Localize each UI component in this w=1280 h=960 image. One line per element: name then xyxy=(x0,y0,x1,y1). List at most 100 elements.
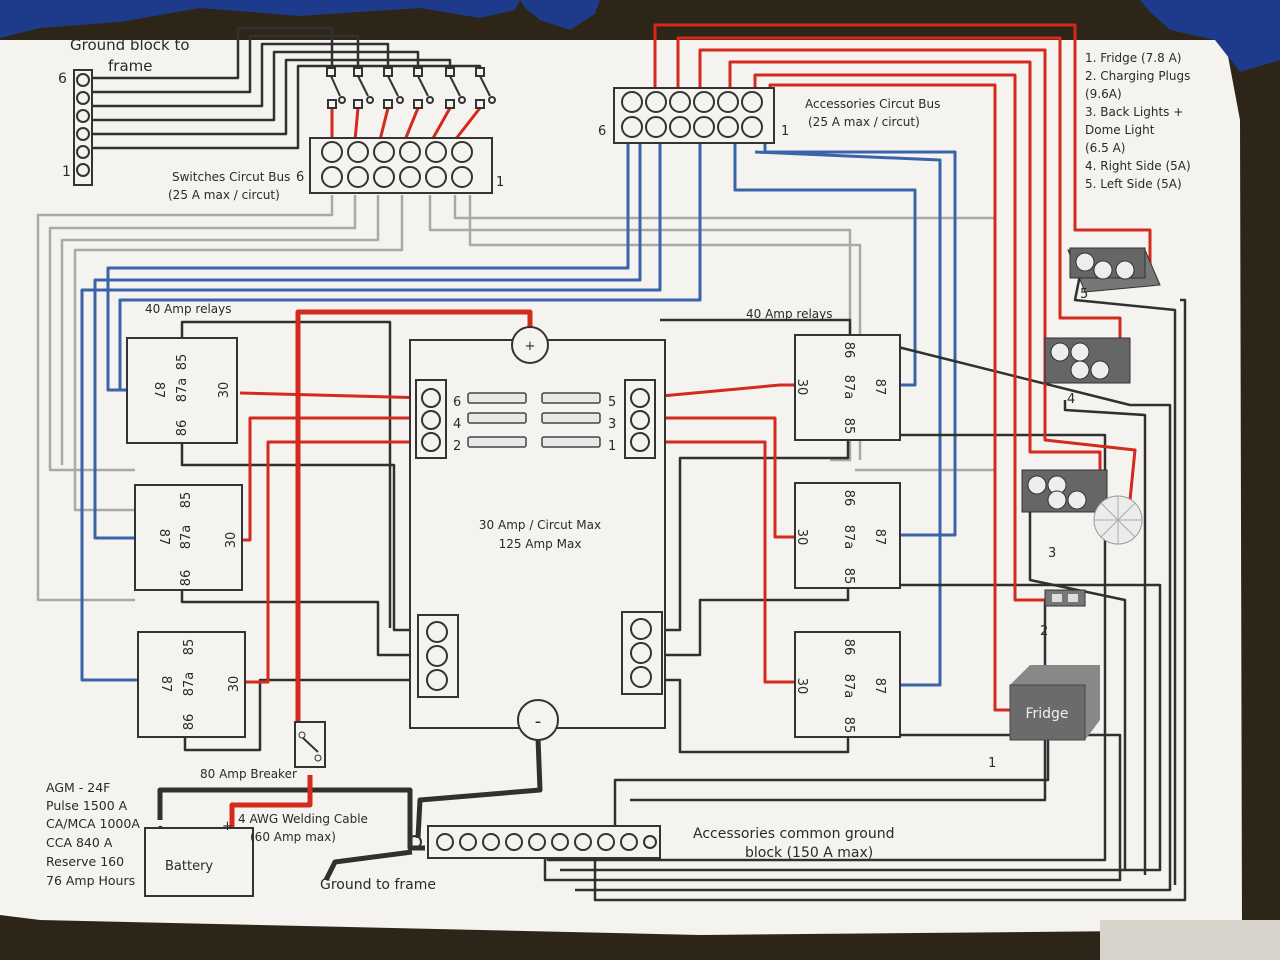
relay-pin-30: 30 xyxy=(794,379,809,396)
fuse-icon xyxy=(467,436,527,448)
accessories-bus-label-line2: (25 A max / circut) xyxy=(808,115,920,129)
load-5-outlets-icon xyxy=(1067,247,1161,293)
relay-pin-86: 86 xyxy=(182,714,197,731)
fuse-icon xyxy=(467,392,527,404)
relay-pin-87a: 87a xyxy=(841,525,856,550)
accessories-bus-label-line1: Accessories Circut Bus xyxy=(805,97,940,111)
accessory-list-item: 3. Back Lights + xyxy=(1085,105,1183,119)
relay-pin-87: 87 xyxy=(151,382,166,399)
accessory-list-item: 4. Right Side (5A) xyxy=(1085,159,1191,173)
fuse-panel-rating-line1: 30 Amp / Circut Max xyxy=(479,518,601,532)
switch-3-icon xyxy=(383,67,404,109)
relay-pin-85: 85 xyxy=(841,568,856,585)
dome-light-icon xyxy=(1093,495,1143,545)
fuse-number-left: 2 xyxy=(453,439,461,454)
switch-1-icon xyxy=(326,67,346,109)
battery-specs: AGM - 24F Pulse 1500 A CA/MCA 1000A CCA … xyxy=(46,780,140,888)
cable-label-line2: (60 Amp max) xyxy=(250,830,336,844)
relay-pin-30: 30 xyxy=(794,678,809,695)
fuse-number-right: 3 xyxy=(608,417,616,432)
load-2-label: 2 xyxy=(1040,624,1048,639)
switch-5-icon xyxy=(445,67,466,109)
relay-pin-30: 30 xyxy=(227,676,242,693)
common-ground-label-line2: block (150 A max) xyxy=(745,845,873,861)
relay-pin-86: 86 xyxy=(179,570,194,587)
relay-pin-87: 87 xyxy=(872,379,887,396)
battery-spec-line: CA/MCA 1000A xyxy=(46,816,140,831)
battery-pos-label: + xyxy=(222,819,233,834)
relay-pin-87: 87 xyxy=(156,529,171,546)
relay-pin-85: 85 xyxy=(841,717,856,734)
ground-block-label-bottom: 1 xyxy=(62,164,71,180)
negative-terminal-label: - xyxy=(535,711,542,732)
relay-pin-30: 30 xyxy=(794,529,809,546)
accessories-circuit-bus: 6 1 Accessories Circut Bus (25 A max / c… xyxy=(598,87,940,144)
battery-neg-label: - xyxy=(158,819,163,834)
fuses xyxy=(467,392,601,448)
ground-block-title-line2: frame xyxy=(108,57,152,75)
switches-bus-label-line2: (25 A max / circut) xyxy=(168,188,280,202)
charging-plug-icon xyxy=(1044,589,1086,607)
blue-tape-right xyxy=(1140,0,1280,72)
relay-pin-30: 30 xyxy=(217,382,232,399)
switch-2-icon xyxy=(353,67,374,109)
load-4-outlets-icon xyxy=(1044,337,1131,384)
load-5-label: 5 xyxy=(1080,287,1088,302)
switches-circuit-bus: Switches Circut Bus (25 A max / circut) … xyxy=(168,137,504,202)
negative-terminal-icon xyxy=(517,699,559,741)
cable-label-line1: 4 AWG Welding Cable xyxy=(238,812,368,826)
dark-wires xyxy=(90,26,1187,902)
wires xyxy=(36,23,1187,902)
breaker-label: 80 Amp Breaker xyxy=(200,767,297,781)
positive-terminal-label: + xyxy=(525,339,536,354)
battery-spec-line: CCA 840 A xyxy=(46,835,113,850)
relay-pin-87: 87 xyxy=(158,676,173,693)
accessory-list-item: 5. Left Side (5A) xyxy=(1085,177,1182,191)
ground-block-title-line1: Ground block to xyxy=(70,36,190,54)
relay-pin-87a: 87a xyxy=(841,375,856,400)
fuse-number-right: 1 xyxy=(608,439,616,454)
relay-pin-86: 86 xyxy=(841,639,856,656)
relay-pin-87: 87 xyxy=(872,678,887,695)
relay-pin-86: 86 xyxy=(841,342,856,359)
battery-spec-line: Reserve 160 xyxy=(46,854,124,869)
fuse-icon xyxy=(541,392,601,404)
accessory-list-item: 1. Fridge (7.8 A) xyxy=(1085,51,1181,65)
relay-left-2: 85 87 87a 30 86 xyxy=(134,484,243,591)
fuse-number-left: 4 xyxy=(453,417,461,432)
battery-label: Battery xyxy=(165,859,213,874)
relay-left-3: 85 87 87a 30 86 xyxy=(137,631,246,738)
relay-pin-87: 87 xyxy=(872,529,887,546)
switches-bus-label-line1: Switches Circut Bus xyxy=(172,170,290,184)
fuse-number-left: 6 xyxy=(453,395,461,410)
fuse-icon xyxy=(541,412,601,424)
relay-pin-87a: 87a xyxy=(179,525,194,550)
accessories-bus-end-right: 1 xyxy=(781,124,789,139)
switch-4-icon xyxy=(413,67,434,109)
fridge-label: Fridge xyxy=(1025,706,1068,722)
fuse-number-right: 5 xyxy=(608,395,616,410)
relay-pin-85: 85 xyxy=(182,639,197,656)
load-3-outlets-icon xyxy=(1021,469,1108,513)
battery-spec-line: 76 Amp Hours xyxy=(46,873,135,888)
switch-6-icon xyxy=(475,67,496,109)
ground-block-label-top: 6 xyxy=(58,71,67,87)
ground-to-frame-label: Ground to frame xyxy=(320,877,436,893)
relay-pin-85: 85 xyxy=(841,418,856,435)
relay-pin-85: 85 xyxy=(179,492,194,509)
ground-block: Ground block to frame 6 1 xyxy=(58,36,190,186)
accessory-legend: 1. Fridge (7.8 A) 2. Charging Plugs (9.6… xyxy=(1085,51,1191,191)
load-1-label: 1 xyxy=(988,756,996,771)
positive-terminal-icon xyxy=(511,326,549,364)
accessory-list-item: Dome Light xyxy=(1085,123,1155,137)
relay-pin-30: 30 xyxy=(224,532,239,549)
battery-spec-line: AGM - 24F xyxy=(46,780,110,795)
relay-pin-87a: 87a xyxy=(175,378,190,403)
relay-left-1: 85 87 87a 30 86 xyxy=(126,337,238,444)
fuse-icon xyxy=(541,436,601,448)
relay-right-2: 86 30 87a 87 85 xyxy=(794,482,901,589)
common-ground-label-line1: Accessories common ground xyxy=(693,826,894,842)
accessories-bus-end-left: 6 xyxy=(598,124,606,139)
relay-pin-87a: 87a xyxy=(841,674,856,699)
